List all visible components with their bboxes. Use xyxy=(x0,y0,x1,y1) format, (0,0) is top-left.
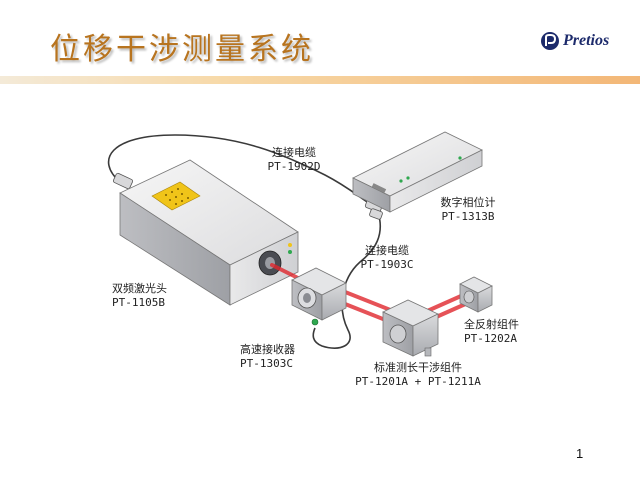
logo-text: Pretios xyxy=(563,32,610,49)
receiver-name: 高速接收器 xyxy=(240,343,295,356)
cable-1902d-model: PT-1902D xyxy=(267,160,321,173)
phase-meter-name: 数字相位计 xyxy=(440,196,496,209)
receiver-model: PT-1303C xyxy=(240,357,293,370)
title-underline xyxy=(0,76,640,84)
receiver-device xyxy=(291,267,347,326)
retroreflector-device xyxy=(459,276,493,313)
phase-meter-device xyxy=(352,131,483,213)
label-cable-1902d: 连接电缆 PT-1902D xyxy=(268,146,321,174)
brand-logo: Pretios xyxy=(540,30,609,52)
laser-head-name: 双频激光头 xyxy=(112,282,167,295)
label-retroreflector: 全反射组件 PT-1202A xyxy=(464,318,519,346)
interferometer-model: PT-1201A + PT-1211A xyxy=(355,375,481,388)
label-phase-meter: 数字相位计 PT-1313B xyxy=(441,196,496,224)
label-laser-head: 双频激光头 PT-1105B xyxy=(112,282,167,310)
page-number: 1 xyxy=(576,446,584,461)
interferometer-name: 标准测长干涉组件 xyxy=(374,361,462,374)
label-interferometer: 标准测长干涉组件 PT-1201A + PT-1211A xyxy=(355,361,481,389)
cable-1903c-model: PT-1903C xyxy=(360,258,414,271)
label-cable-1903c: 连接电缆 PT-1903C xyxy=(361,244,414,272)
cable-1903c-name: 连接电缆 xyxy=(364,244,409,257)
cable-1902d-name: 连接电缆 xyxy=(271,146,316,159)
cable-1903c xyxy=(312,211,382,349)
interferometer-device xyxy=(382,299,439,357)
laser-head-device xyxy=(119,159,299,306)
label-receiver: 高速接收器 PT-1303C xyxy=(240,343,295,371)
cable-1902d xyxy=(107,134,373,206)
retroreflector-name: 全反射组件 xyxy=(464,318,519,331)
pretios-logo-icon xyxy=(541,32,559,50)
phase-meter-model: PT-1313B xyxy=(441,210,495,223)
cable-connector-icon xyxy=(112,172,134,190)
laser-head-model: PT-1105B xyxy=(112,296,165,309)
retroreflector-model: PT-1202A xyxy=(464,332,517,345)
slide-title: 位移干涉测量系统 xyxy=(50,32,314,67)
